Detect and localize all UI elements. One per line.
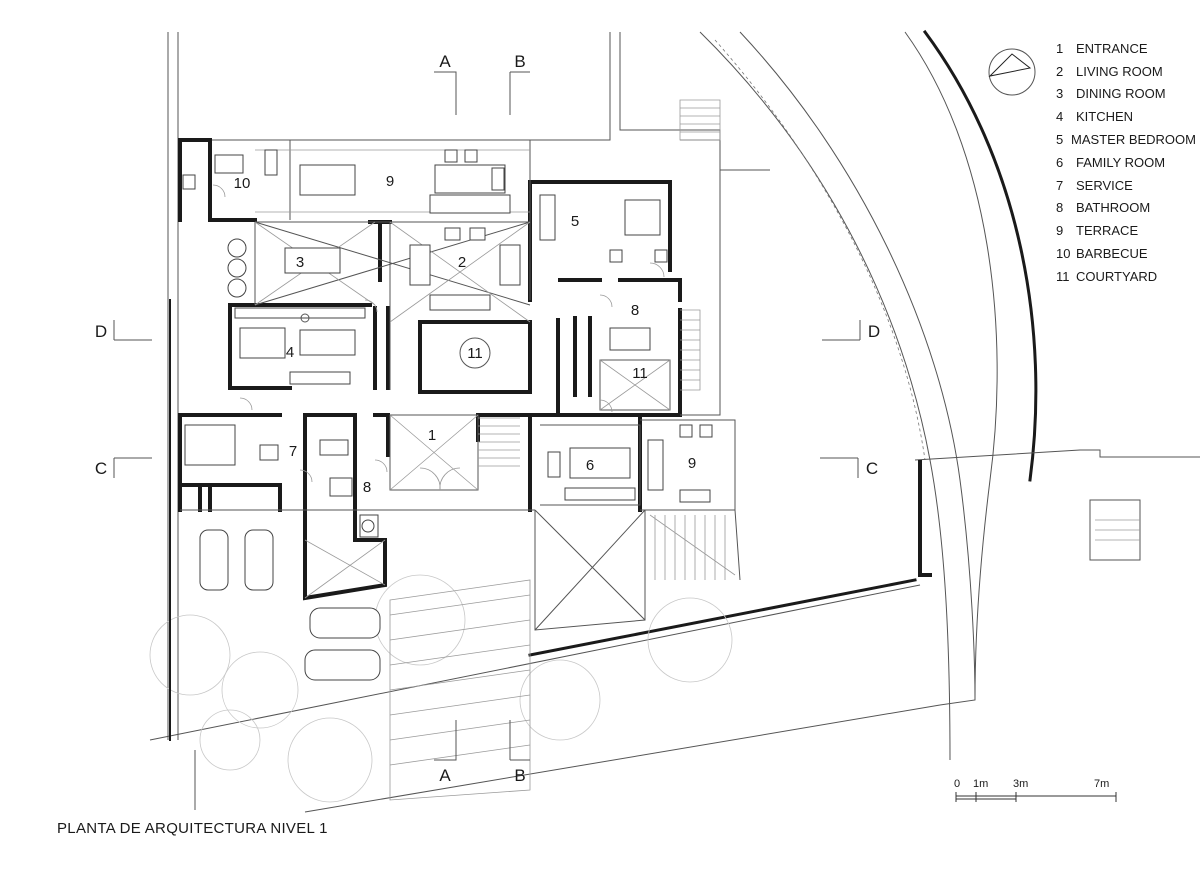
legend-item: 2 LIVING ROOM bbox=[1056, 60, 1196, 83]
legend-label: SERVICE bbox=[1076, 177, 1133, 193]
legend-item: 1 ENTRANCE bbox=[1056, 37, 1196, 60]
room-label-barbecue: 10 bbox=[234, 175, 251, 192]
legend-item: 3 DINING ROOM bbox=[1056, 83, 1196, 106]
legend-item: 9 TERRACE bbox=[1056, 219, 1196, 242]
section-label-d-left: D bbox=[95, 322, 107, 341]
room-label-master-bedroom: 5 bbox=[571, 213, 579, 230]
drawing-title: PLANTA DE ARQUITECTURA NIVEL 1 bbox=[57, 820, 328, 837]
door-swings bbox=[212, 184, 665, 491]
room-label-family-room: 6 bbox=[586, 457, 594, 474]
section-label-a-bottom: A bbox=[439, 766, 451, 785]
room-label-service: 7 bbox=[289, 443, 297, 460]
legend-label: BATHROOM bbox=[1076, 200, 1151, 216]
section-label-b-top: B bbox=[514, 52, 525, 71]
courtyard-center-marker bbox=[459, 337, 491, 369]
section-label-c-left: C bbox=[95, 459, 107, 478]
legend-number: 3 bbox=[1056, 86, 1064, 102]
legend-number: 9 bbox=[1056, 223, 1064, 239]
legend-label: KITCHEN bbox=[1076, 109, 1134, 125]
site-outline bbox=[149, 29, 1200, 813]
room-label-terrace-right: 9 bbox=[688, 455, 696, 472]
legend-item: 10 BARBECUE bbox=[1056, 242, 1196, 265]
legend-label: FAMILY ROOM bbox=[1076, 154, 1166, 170]
legend-number: 7 bbox=[1056, 177, 1064, 193]
section-markers: A B A B D D C C bbox=[95, 52, 880, 785]
room-label-dining-room: 3 bbox=[296, 254, 304, 271]
legend-item: 4 KITCHEN bbox=[1056, 105, 1196, 128]
legend-number: 11 bbox=[1056, 268, 1070, 284]
section-label-a-top: A bbox=[439, 52, 451, 71]
legend-number: 4 bbox=[1056, 109, 1064, 125]
section-label-b-bottom: B bbox=[514, 766, 525, 785]
room-label-entrance: 1 bbox=[428, 427, 436, 444]
legend-label: BARBECUE bbox=[1076, 246, 1148, 262]
scale-tick-label: 0 bbox=[954, 778, 961, 790]
scale-bar: 0 1m 3m 7m bbox=[948, 778, 1128, 818]
legend-label: MASTER BEDROOM bbox=[1071, 132, 1196, 148]
legend-item: 5 MASTER BEDROOM bbox=[1056, 128, 1196, 151]
legend-item: 8 BATHROOM bbox=[1056, 197, 1196, 220]
room-label-living-room: 2 bbox=[458, 254, 466, 271]
scale-tick-label: 1m bbox=[973, 778, 989, 790]
room-label-courtyard-center: 11 bbox=[467, 345, 483, 362]
legend-item: 11 COURTYARD bbox=[1056, 265, 1196, 288]
room-legend: 1 ENTRANCE 2 LIVING ROOM 3 DINING ROOM 4 KIT… bbox=[1056, 37, 1196, 288]
legend-number: 8 bbox=[1056, 200, 1064, 216]
legend-item: 6 FAMILY ROOM bbox=[1056, 151, 1196, 174]
room-labels: 10 9 5 3 2 8 4 11 11 1 7 8 6 9 bbox=[234, 173, 697, 496]
legend-label: LIVING ROOM bbox=[1076, 63, 1163, 79]
north-arrow-icon bbox=[988, 48, 1036, 96]
room-label-bathroom-left: 8 bbox=[363, 479, 371, 496]
room-label-courtyard-right: 11 bbox=[632, 365, 648, 382]
legend-number: 2 bbox=[1056, 63, 1064, 79]
room-label-terrace-top: 9 bbox=[386, 173, 394, 190]
legend-label: TERRACE bbox=[1076, 223, 1139, 239]
legend-number: 10 bbox=[1056, 246, 1071, 262]
legend-item: 7 SERVICE bbox=[1056, 174, 1196, 197]
room-label-kitchen: 4 bbox=[286, 344, 294, 361]
legend-label: ENTRANCE bbox=[1076, 40, 1148, 56]
courtyard-marker-dot bbox=[300, 313, 310, 323]
furniture bbox=[182, 149, 713, 681]
scale-tick-label: 3m bbox=[1013, 778, 1029, 790]
legend-number: 6 bbox=[1056, 154, 1064, 170]
section-label-c-right: C bbox=[866, 459, 878, 478]
scale-tick-label: 7m bbox=[1094, 778, 1110, 790]
legend-label: DINING ROOM bbox=[1076, 86, 1166, 102]
room-label-bathroom-right: 8 bbox=[631, 302, 639, 319]
legend-number: 1 bbox=[1056, 40, 1064, 56]
scale-bar-graphic bbox=[955, 792, 1117, 802]
legend-number: 5 bbox=[1056, 132, 1064, 148]
legend-label: COURTYARD bbox=[1076, 268, 1158, 284]
section-label-d-right: D bbox=[868, 322, 880, 341]
